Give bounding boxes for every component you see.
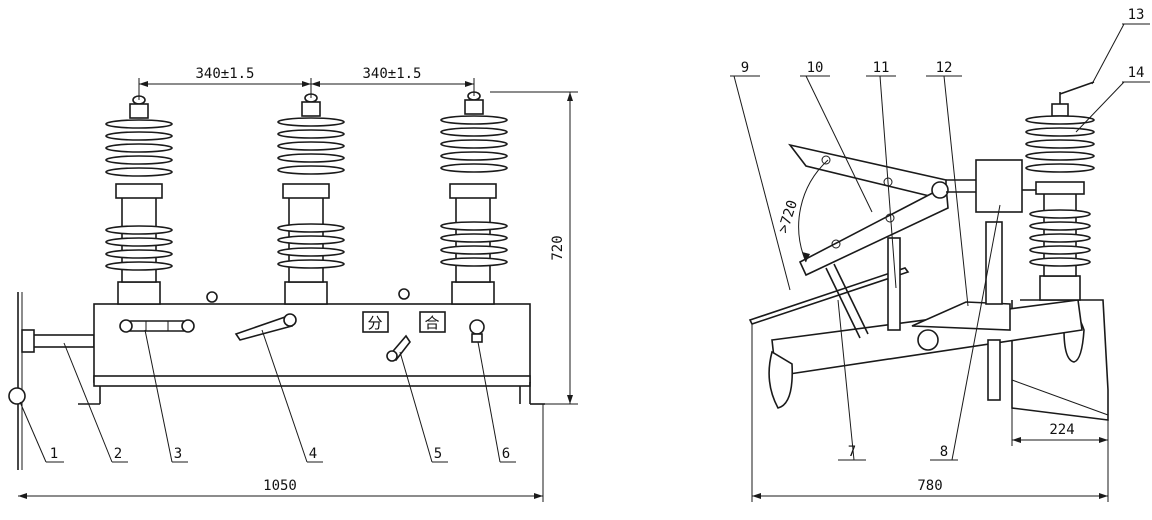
callout-14: 14 — [1128, 65, 1145, 81]
open-indicator-text: 分 — [367, 314, 382, 332]
insulator-shed — [440, 257, 508, 267]
insulator-shed — [277, 141, 345, 151]
insulator-shed — [105, 155, 173, 165]
insulator-shed — [440, 245, 508, 255]
lifting-lug-right — [398, 288, 410, 300]
insulator-shed — [1025, 127, 1095, 137]
close-indicator-panel — [419, 311, 446, 333]
insulator-shed — [277, 129, 345, 139]
operation-counter — [119, 319, 195, 333]
insulator-shed — [1025, 115, 1095, 125]
insulator-shed — [440, 221, 508, 231]
support-post — [887, 237, 901, 331]
callout-6: 6 — [502, 446, 510, 462]
insulator-shed — [277, 117, 345, 127]
drive-rod — [985, 221, 1003, 305]
base-frame — [1011, 299, 1109, 421]
handle-ring-1 — [8, 387, 26, 405]
insulator-shed — [440, 151, 508, 161]
insulator-shed — [105, 237, 173, 247]
insulator-shed — [105, 261, 173, 271]
insulator-shed — [105, 131, 173, 141]
callout-8: 8 — [940, 444, 948, 460]
insulator-shed — [1029, 221, 1091, 231]
insulator-sheds — [105, 115, 508, 271]
callout-1: 1 — [50, 446, 58, 462]
insulator-shed — [1029, 233, 1091, 243]
insulator-shed — [440, 139, 508, 149]
close-indicator-text: 合 — [424, 314, 439, 332]
callout-4: 4 — [309, 446, 317, 462]
callout-5: 5 — [434, 446, 442, 462]
insulator-shed — [277, 259, 345, 269]
callout-11: 11 — [873, 60, 890, 76]
callout-3: 3 — [174, 446, 182, 462]
insulator-shed — [440, 233, 508, 243]
open-indicator-panel — [362, 311, 389, 333]
inclined-plate — [748, 267, 910, 325]
side-leader-lines — [730, 23, 1150, 461]
side-view: >720 — [730, 7, 1150, 502]
operating-shaft — [31, 334, 95, 348]
mechanism-box — [975, 159, 1023, 213]
closing-spring — [825, 263, 869, 339]
side-width-dimension: 780 — [917, 478, 942, 494]
terminal — [1059, 81, 1095, 95]
lifting-lug-left — [206, 291, 218, 303]
insulator-shed — [277, 247, 345, 257]
insulator-shed — [1029, 257, 1091, 267]
upper-lever — [788, 143, 947, 202]
callout-10: 10 — [807, 60, 824, 76]
callout-2: 2 — [114, 446, 122, 462]
breaker-tank — [93, 303, 531, 383]
insulator-shed — [277, 165, 345, 175]
insulator-shed — [440, 115, 508, 125]
front-leader-lines — [19, 329, 516, 463]
insulator-shed — [440, 127, 508, 137]
callout-9: 9 — [741, 60, 749, 76]
pitch-dimension-2: 340±1.5 — [362, 66, 421, 82]
insulator-shed — [105, 143, 173, 153]
front-dimension-lines — [18, 78, 578, 502]
insulator-shed — [1029, 209, 1091, 219]
callout-7: 7 — [848, 444, 856, 460]
width-dimension: 1050 — [263, 478, 297, 494]
front-view: 分 合 — [8, 66, 578, 502]
insulator-shed — [1025, 163, 1095, 173]
manual-lever — [234, 313, 297, 341]
base-dimension: 224 — [1049, 422, 1074, 438]
insulator-shed — [105, 167, 173, 177]
insulator-shed — [105, 249, 173, 259]
spring-indicator — [469, 319, 485, 335]
insulator-shed — [277, 223, 345, 233]
side-dimension-lines — [751, 324, 1109, 502]
height-dimension: 720 — [550, 235, 566, 260]
insulator-shed — [440, 163, 508, 173]
insulator-shed — [1025, 151, 1095, 161]
pitch-dimension-1: 340±1.5 — [195, 66, 254, 82]
side-insulator-sheds — [1025, 115, 1095, 267]
insulator-shed — [1029, 245, 1091, 255]
insulator-pole-left — [115, 95, 163, 305]
insulator-shed — [277, 235, 345, 245]
insulator-shed — [277, 153, 345, 163]
insulator-shed — [105, 119, 173, 129]
callout-12: 12 — [936, 60, 953, 76]
angle-arc — [798, 159, 829, 263]
insulator-shed — [1025, 139, 1095, 149]
insulator-shed — [105, 225, 173, 235]
angle-dimension: >720 — [775, 198, 801, 235]
callout-13: 13 — [1128, 7, 1145, 23]
